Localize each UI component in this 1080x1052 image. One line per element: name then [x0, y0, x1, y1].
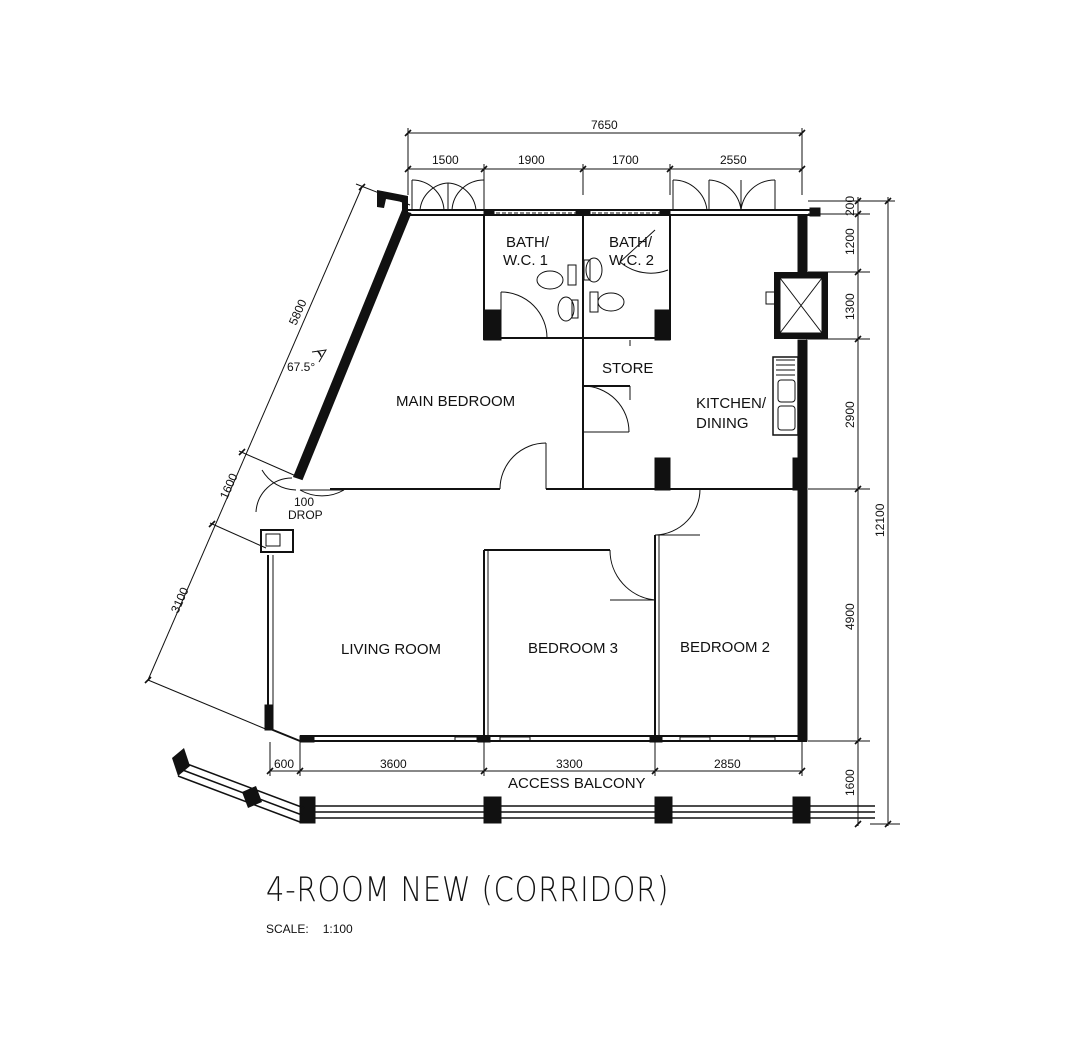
dim-top-2: 1900 — [518, 153, 545, 167]
label-drop-line2: DROP — [288, 508, 323, 522]
label-angle: 67.5° — [287, 360, 315, 374]
dimension-labels: 7650 1500 1900 1700 2550 600 3600 3300 2… — [168, 118, 887, 796]
label-access-balcony: ACCESS BALCONY — [508, 775, 646, 792]
dim-right-4: 2900 — [843, 401, 857, 428]
label-bedroom3: BEDROOM 3 — [528, 640, 618, 657]
label-bath1-line1: BATH/ — [506, 234, 550, 251]
walls — [260, 190, 821, 743]
dim-top-4: 2550 — [720, 153, 747, 167]
label-kitchen-line1: KITCHEN/ — [696, 395, 767, 412]
label-store: STORE — [602, 360, 653, 377]
dim-left-3: 3100 — [168, 585, 192, 615]
label-living-room: LIVING ROOM — [341, 641, 441, 658]
label-kitchen-line2: DINING — [696, 415, 749, 432]
dim-right-3: 1300 — [843, 293, 857, 320]
dim-left-2: 1600 — [217, 471, 241, 501]
dim-bottom-1: 600 — [274, 757, 294, 771]
room-labels: BATH/ W.C. 1 BATH/ W.C. 2 STORE KITCHEN/… — [287, 234, 770, 792]
doors — [255, 179, 776, 601]
dim-bottom-3: 3300 — [556, 757, 583, 771]
scale-value: 1:100 — [322, 922, 353, 936]
label-bedroom2: BEDROOM 2 — [680, 639, 770, 656]
access-balcony-rail — [172, 748, 875, 824]
scale-label: SCALE: — [266, 922, 309, 936]
dim-right-2: 1200 — [843, 228, 857, 255]
dim-top-1: 1500 — [432, 153, 459, 167]
fixtures — [311, 257, 828, 436]
dim-bottom-4: 2850 — [714, 757, 741, 771]
dim-top-total: 7650 — [591, 118, 618, 132]
dim-bottom-2: 3600 — [380, 757, 407, 771]
dim-right-6: 1600 — [843, 769, 857, 796]
plan-title: 4-ROOM NEW (CORRIDOR) — [266, 870, 670, 910]
dim-right-5: 4900 — [843, 603, 857, 630]
label-main-bedroom: MAIN BEDROOM — [396, 393, 515, 410]
dim-left-1: 5800 — [286, 297, 310, 327]
label-drop-line1: 100 — [294, 495, 314, 509]
dim-right-1: 200 — [843, 196, 857, 216]
label-bath1-line2: W.C. 1 — [503, 252, 548, 269]
scale-note: SCALE: 1:100 — [266, 922, 353, 936]
label-bath2-line1: BATH/ — [609, 234, 653, 251]
dim-right-total: 12100 — [873, 503, 887, 537]
label-bath2-line2: W.C. 2 — [609, 252, 654, 269]
dimension-lines — [147, 128, 900, 826]
dim-top-3: 1700 — [612, 153, 639, 167]
